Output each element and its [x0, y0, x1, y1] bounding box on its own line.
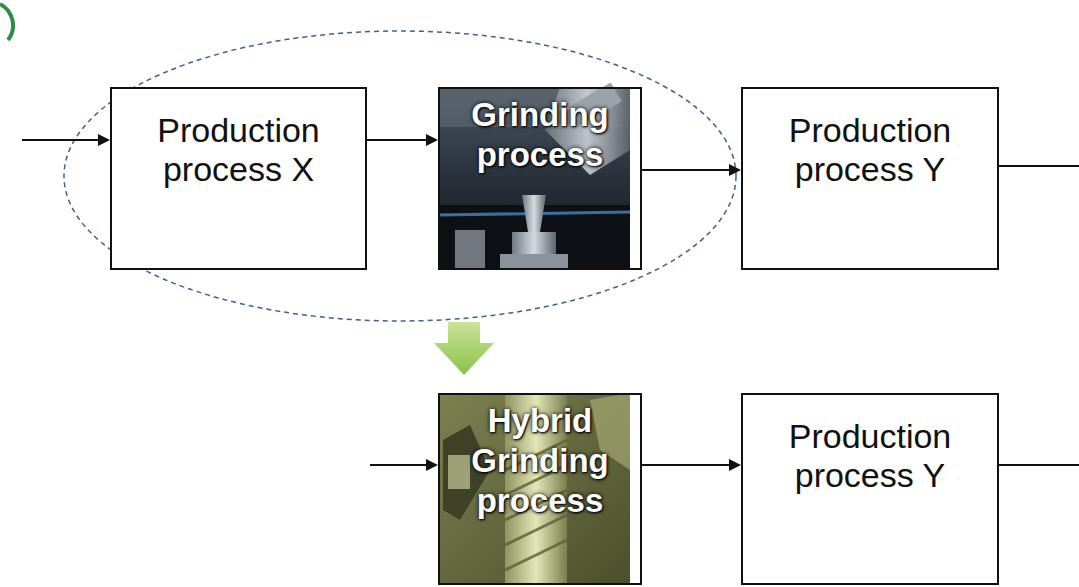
process-label: Production process Y: [743, 395, 997, 495]
process-label: Grinding process: [440, 89, 640, 175]
flow-arrow: [367, 134, 438, 146]
flow-arrow: [642, 459, 741, 471]
process-box: Production process X: [110, 87, 367, 270]
process-label: Production process Y: [743, 89, 997, 189]
process-label: Hybrid Grinding process: [440, 395, 640, 521]
photo-process-box: Hybrid Grinding process: [438, 393, 642, 585]
flow-arrow: [642, 164, 741, 176]
process-box: Production process Y: [741, 393, 999, 585]
process-box: Production process Y: [741, 87, 999, 270]
process-label: Production process X: [112, 89, 365, 189]
photo-process-box: Grinding process: [438, 87, 642, 270]
